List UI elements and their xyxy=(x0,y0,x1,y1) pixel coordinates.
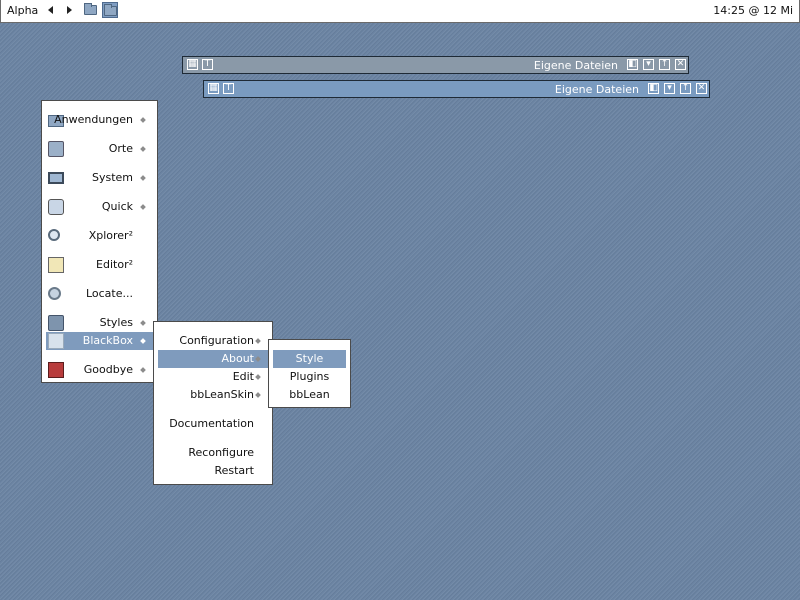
goodbye-icon xyxy=(48,362,64,378)
submenu-arrow-icon xyxy=(140,320,146,326)
shade-icon[interactable]: T xyxy=(223,83,234,94)
menu-item-label: Goodbye xyxy=(83,363,133,376)
window-titlebar-active[interactable]: ▦ T Eigene Dateien ◧ ▾ ↑ ✕ xyxy=(203,80,710,98)
styles-icon xyxy=(48,315,64,331)
search-icon xyxy=(48,287,61,300)
menu-item-label: Restart xyxy=(214,464,254,477)
menu-item-documentation[interactable]: Documentation xyxy=(158,415,268,433)
places-icon xyxy=(48,141,64,157)
menu-item-style[interactable]: Style xyxy=(273,350,346,368)
root-menu: Anwendungen Orte System Quick Xplorer² E… xyxy=(41,100,158,383)
menu-item-label: Style xyxy=(295,352,324,365)
menu-item-restart[interactable]: Restart xyxy=(158,462,268,480)
window-title: Eigene Dateien xyxy=(554,83,639,96)
maximize-icon[interactable]: ◧ xyxy=(648,83,659,94)
submenu-arrow-icon xyxy=(255,356,261,362)
blackbox-icon xyxy=(48,333,64,349)
window-titlebar-inactive[interactable]: ▦ T Eigene Dateien ◧ ▾ ↑ ✕ xyxy=(182,56,689,74)
task-button-folder-active[interactable] xyxy=(102,2,118,18)
menu-item-blackbox[interactable]: BlackBox xyxy=(46,332,153,350)
menu-item-configuration[interactable]: Configuration xyxy=(158,332,268,350)
window-menu-icon[interactable]: ▦ xyxy=(187,59,198,70)
toolbar: Alpha 14:25 @ 12 Mi xyxy=(0,0,800,23)
quick-launch-icon xyxy=(48,199,64,215)
close-icon[interactable]: ✕ xyxy=(696,83,707,94)
menu-item-anwendungen[interactable]: Anwendungen xyxy=(46,111,153,129)
previous-workspace-icon[interactable] xyxy=(48,6,53,14)
menu-item-edit[interactable]: Edit xyxy=(158,368,268,386)
menu-item-label: Xplorer² xyxy=(88,229,133,242)
menu-item-goodbye[interactable]: Goodbye xyxy=(46,361,153,379)
folder-icon xyxy=(84,3,97,15)
menu-item-bblean[interactable]: bbLean xyxy=(273,386,346,404)
next-workspace-icon[interactable] xyxy=(67,6,72,14)
menu-item-locate[interactable]: Locate... xyxy=(46,285,153,303)
menu-item-label: Plugins xyxy=(289,370,330,383)
submenu-arrow-icon xyxy=(140,367,146,373)
menu-item-label: System xyxy=(91,171,133,184)
window-menu-icon[interactable]: ▦ xyxy=(208,83,219,94)
menu-item-label: Configuration xyxy=(179,334,254,347)
minimize-icon[interactable]: ▾ xyxy=(643,59,654,70)
menu-item-plugins[interactable]: Plugins xyxy=(273,368,346,386)
menu-item-styles[interactable]: Styles xyxy=(46,314,153,332)
menu-item-label: BlackBox xyxy=(82,334,133,347)
menu-item-label: bbLeanSkin xyxy=(190,388,254,401)
menu-item-label: Reconfigure xyxy=(188,446,254,459)
always-on-top-icon[interactable]: ↑ xyxy=(659,59,670,70)
computer-icon xyxy=(48,172,64,184)
menu-item-label: Quick xyxy=(101,200,133,213)
submenu-arrow-icon xyxy=(140,204,146,210)
menu-item-system[interactable]: System xyxy=(46,169,153,187)
folder-icon xyxy=(104,4,117,16)
close-icon[interactable]: ✕ xyxy=(675,59,686,70)
about-menu: Style Plugins bbLean xyxy=(268,339,351,408)
workspace-label[interactable]: Alpha xyxy=(7,4,39,17)
shade-icon[interactable]: T xyxy=(202,59,213,70)
menu-item-label: About xyxy=(221,352,254,365)
submenu-arrow-icon xyxy=(140,117,146,123)
menu-item-quick[interactable]: Quick xyxy=(46,198,153,216)
submenu-arrow-icon xyxy=(140,175,146,181)
submenu-arrow-icon xyxy=(255,338,261,344)
window-title: Eigene Dateien xyxy=(533,59,618,72)
minimize-icon[interactable]: ▾ xyxy=(664,83,675,94)
menu-item-label: Anwendungen xyxy=(54,113,133,126)
menu-item-bbleanskin[interactable]: bbLeanSkin xyxy=(158,386,268,404)
submenu-arrow-icon xyxy=(255,392,261,398)
menu-item-label: bbLean xyxy=(289,388,330,401)
menu-item-label: Orte xyxy=(108,142,133,155)
submenu-arrow-icon xyxy=(140,146,146,152)
folder-icon xyxy=(48,115,64,127)
menu-item-label: Styles xyxy=(99,316,133,329)
menu-item-label: Locate... xyxy=(85,287,133,300)
always-on-top-icon[interactable]: ↑ xyxy=(680,83,691,94)
menu-item-editor[interactable]: Editor² xyxy=(46,256,153,274)
menu-item-xplorer[interactable]: Xplorer² xyxy=(46,227,153,245)
menu-item-label: Editor² xyxy=(96,258,133,271)
editor-icon xyxy=(48,257,64,273)
submenu-arrow-icon xyxy=(255,374,261,380)
submenu-arrow-icon xyxy=(140,338,146,344)
menu-item-about[interactable]: About xyxy=(158,350,268,368)
menu-item-label: Edit xyxy=(232,370,254,383)
blackbox-menu: Configuration About Edit bbLeanSkin Docu… xyxy=(153,321,273,485)
menu-item-label: Documentation xyxy=(169,417,254,430)
menu-item-orte[interactable]: Orte xyxy=(46,140,153,158)
clock[interactable]: 14:25 @ 12 Mi xyxy=(713,4,793,17)
task-button-folder[interactable] xyxy=(83,2,99,18)
explorer-icon xyxy=(48,229,60,241)
maximize-icon[interactable]: ◧ xyxy=(627,59,638,70)
menu-item-reconfigure[interactable]: Reconfigure xyxy=(158,444,268,462)
